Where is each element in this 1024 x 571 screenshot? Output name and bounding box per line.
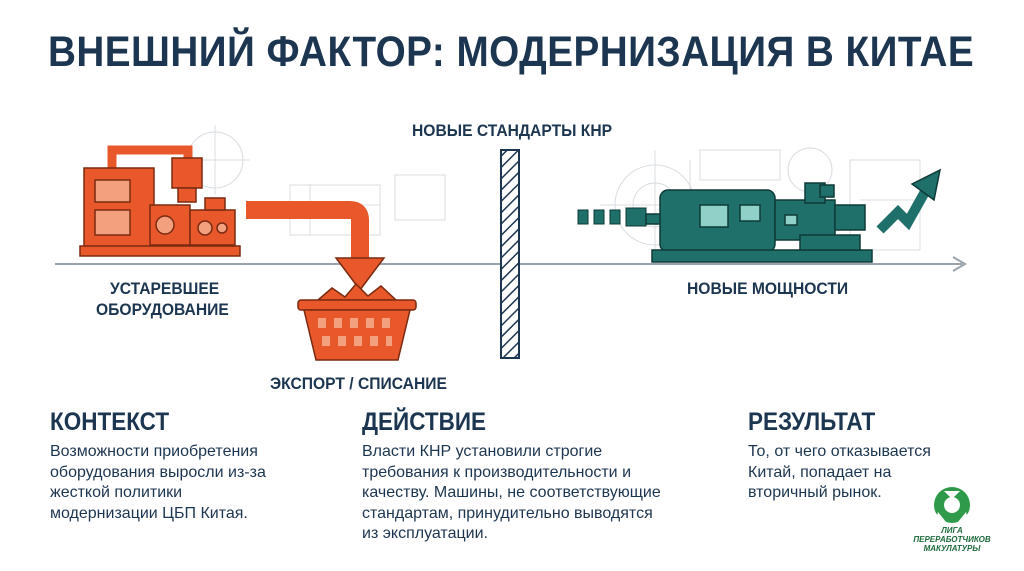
text-line: вторичный рынок. xyxy=(748,484,882,501)
standards-label: НОВЫЕ СТАНДАРТЫ КНР xyxy=(412,121,613,140)
text-line: оборудования выросли из-за xyxy=(50,463,266,481)
old-machine-icon xyxy=(79,145,241,257)
speed-lines xyxy=(577,207,647,227)
logo-text: ЛИГА ПЕРЕРАБОТЧИКОВ МАКУЛАТУРЫ xyxy=(912,526,992,553)
context-text: Возможности приобретения оборудования вы… xyxy=(50,442,350,524)
text-line: Власти КНР установили строгие xyxy=(362,443,603,460)
text-line: Китай, попадает на xyxy=(748,463,892,481)
text-line: из эксплуатации. xyxy=(362,525,488,542)
text-line: стандартам, принудительно выводятся xyxy=(362,504,653,522)
text-line: То, от чего отказывается xyxy=(748,443,931,460)
logo-line: ЛИГА xyxy=(941,526,963,535)
text-line: модернизации ЦБП Китая. xyxy=(50,504,248,522)
scrap-basket-icon xyxy=(297,282,417,361)
old-equipment-label-line1: УСТАРЕВШЕЕ xyxy=(110,279,220,298)
logo-line: ПЕРЕРАБОТЧИКОВ xyxy=(913,535,991,544)
new-capacity-label: НОВЫЕ МОЩНОСТИ xyxy=(687,279,849,298)
old-equipment-label-line2: ОБОРУДОВАНИЕ xyxy=(96,300,229,319)
text-line: Возможности приобретения xyxy=(50,443,258,460)
growth-arrow-icon xyxy=(876,168,942,234)
page-title: ВНЕШНИЙ ФАКТОР: МОДЕРНИЗАЦИЯ В КИТАЕ xyxy=(48,28,975,76)
text-line: требования к производительности и xyxy=(362,463,631,481)
export-label: ЭКСПОРТ / СПИСАНИЕ xyxy=(270,374,447,393)
standards-barrier xyxy=(500,149,520,359)
new-machine-icon xyxy=(645,182,873,263)
recycle-logo-icon xyxy=(934,487,970,523)
action-header: ДЕЙСТВИЕ xyxy=(362,408,487,436)
action-text: Власти КНР установили строгие требования… xyxy=(362,442,712,545)
text-line: жесткой политики xyxy=(50,484,183,501)
export-arrow xyxy=(246,201,386,292)
context-header: КОНТЕКСТ xyxy=(50,408,170,436)
result-header: РЕЗУЛЬТАТ xyxy=(748,408,876,436)
result-text: То, от чего отказывается Китай, попадает… xyxy=(748,442,968,504)
logo-line: МАКУЛАТУРЫ xyxy=(923,544,981,553)
text-line: качеству. Машины, не соответствующие xyxy=(362,484,661,501)
